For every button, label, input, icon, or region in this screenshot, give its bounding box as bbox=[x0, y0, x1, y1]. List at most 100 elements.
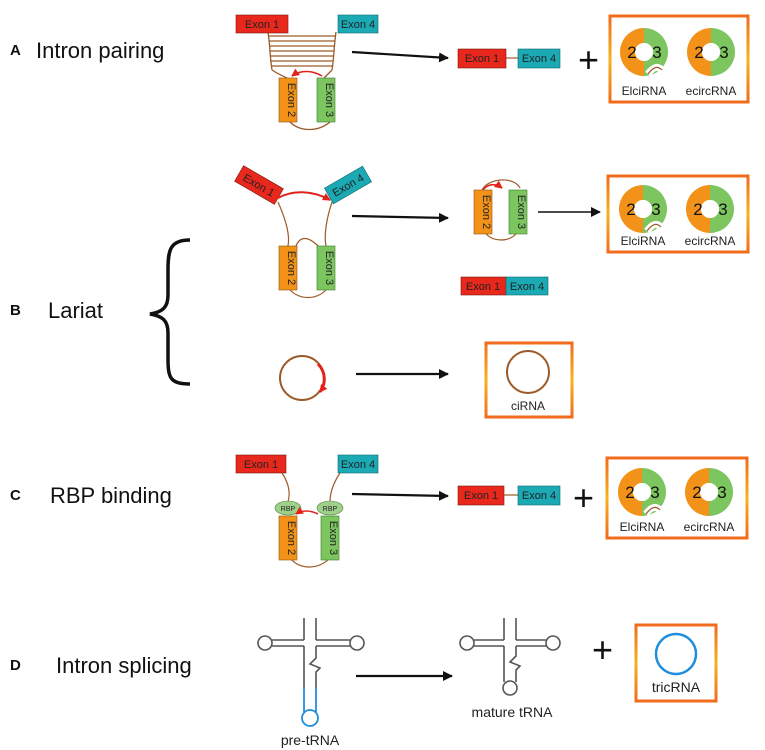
lariat-upper: Exon 1 Exon 4 Exon 2 Exon 3 bbox=[234, 165, 372, 299]
exon-3-box bbox=[316, 77, 336, 123]
rbp-right-label: RBP bbox=[323, 506, 338, 513]
panel-b-title: Lariat bbox=[48, 298, 103, 323]
released-exon-4-label: Exon 4 bbox=[510, 281, 544, 293]
released-exon-1-label: Exon 1 bbox=[466, 281, 500, 293]
ecircrna-a-num2: 2 bbox=[694, 43, 703, 62]
panel-a-title: Intron pairing bbox=[36, 38, 164, 63]
rbp-left-label: RBP bbox=[281, 506, 296, 513]
rbp-red-arrow bbox=[295, 506, 319, 515]
lariat-red-arrow bbox=[277, 191, 331, 201]
lariat-exon-3-label: Exon 3 bbox=[323, 251, 335, 285]
ecircrna-b-num3: 3 bbox=[718, 200, 727, 219]
rbp-spliced-exon-4-box bbox=[517, 485, 561, 506]
panel-d: D Intron splicing pre-tRNA bbox=[10, 618, 718, 748]
intermediate-exon-2-box bbox=[473, 189, 493, 235]
intermediate-exon-2-label: Exon 2 bbox=[480, 195, 492, 229]
elcirna-ring-b: 2 3 bbox=[619, 185, 667, 234]
panel-a-letter: A bbox=[10, 42, 21, 59]
pre-trna-intron-loop bbox=[301, 688, 319, 727]
rbp-exon-1-label: Exon 1 bbox=[244, 459, 278, 471]
elcirna-ring-a: 2 3 bbox=[620, 28, 668, 77]
arrow-b1 bbox=[351, 212, 449, 223]
arrow-a bbox=[351, 50, 449, 63]
rbp-exon-4-box bbox=[337, 454, 379, 474]
mature-trna-structure bbox=[459, 618, 561, 696]
ecircrna-c-num2: 2 bbox=[692, 483, 701, 502]
intermediate-exon-3-box bbox=[508, 189, 528, 235]
lariat-intermediate: Exon 2 Exon 3 bbox=[473, 179, 528, 241]
elcirna-b-label: ElciRNA bbox=[621, 234, 666, 248]
spliced-exon-1-label: Exon 1 bbox=[465, 53, 499, 65]
exon-2-box bbox=[278, 77, 298, 123]
rbp-spliced-exon-1-label: Exon 1 bbox=[464, 490, 498, 502]
ecircrna-ring-a: 2 3 bbox=[687, 28, 735, 76]
panel-c: C RBP binding Exon 1 Exon 4 RBP RBP Exon… bbox=[10, 454, 749, 568]
rbp-spliced-exon-4-label: Exon 4 bbox=[522, 490, 556, 502]
intron-pairing-stem bbox=[267, 31, 337, 131]
cirna-label: ciRNA bbox=[511, 399, 545, 413]
released-exon-4-box bbox=[505, 276, 549, 296]
elcirna-a-num3: 3 bbox=[652, 43, 661, 62]
elcirna-b-num2: 2 bbox=[626, 200, 635, 219]
rbp-exon-3-label: Exon 3 bbox=[327, 521, 339, 555]
ecircrna-b-label: ecircRNA bbox=[685, 234, 736, 248]
lariat-exon-3-box bbox=[316, 245, 336, 291]
intron-lariat-circle bbox=[279, 355, 325, 401]
arrow-c bbox=[351, 490, 449, 501]
elcirna-a-num2: 2 bbox=[627, 43, 636, 62]
panel-b-letter: B bbox=[10, 302, 21, 319]
cirna-circle bbox=[506, 350, 550, 394]
exon-4-label: Exon 4 bbox=[341, 19, 375, 31]
mature-trna-label: mature tRNA bbox=[472, 704, 554, 720]
lariat-circle-red-arrow bbox=[316, 362, 328, 393]
ecircrna-b-num2: 2 bbox=[693, 200, 702, 219]
backsplice-red-arrow bbox=[291, 68, 323, 77]
rbp-exon-2-label: Exon 2 bbox=[285, 521, 297, 555]
exon-4-box bbox=[337, 14, 379, 34]
elcirna-ring-c: 2 3 bbox=[618, 468, 666, 517]
exon-2-label: Exon 2 bbox=[285, 83, 297, 117]
ecircrna-c-num3: 3 bbox=[717, 483, 726, 502]
ecircrna-c-label: ecircRNA bbox=[684, 520, 735, 534]
plus-d: + bbox=[592, 629, 613, 670]
exon-1-box bbox=[235, 14, 289, 34]
elcirna-c-num3: 3 bbox=[650, 483, 659, 502]
elcirna-a-label: ElciRNA bbox=[622, 84, 667, 98]
ecircrna-ring-b: 2 3 bbox=[686, 185, 734, 233]
products-box-cirna bbox=[484, 341, 574, 419]
rbp-blob-right bbox=[316, 500, 344, 516]
rbp-exon-2-box bbox=[278, 515, 298, 561]
exon-1-label: Exon 1 bbox=[245, 19, 279, 31]
products-box-d bbox=[634, 623, 718, 703]
panel-a: A Intron pairing Exon 1 Exon 4 Exon 2 Ex… bbox=[10, 14, 750, 131]
rbp-exon-3-box bbox=[320, 515, 340, 561]
panel-d-title: Intron splicing bbox=[56, 653, 192, 678]
panel-c-letter: C bbox=[10, 487, 21, 504]
ecircrna-a-num3: 3 bbox=[719, 43, 728, 62]
elcirna-c-num2: 2 bbox=[625, 483, 634, 502]
tricrna-circle bbox=[654, 632, 698, 676]
exon-3-label: Exon 3 bbox=[323, 83, 335, 117]
products-box-b bbox=[606, 174, 750, 254]
elcirna-b-num3: 3 bbox=[651, 200, 660, 219]
spliced-exon-4-label: Exon 4 bbox=[522, 53, 556, 65]
plus-c: + bbox=[573, 477, 594, 518]
spliced-exon-4-box bbox=[517, 48, 561, 69]
pre-trna-structure bbox=[257, 618, 365, 688]
pre-trna-label: pre-tRNA bbox=[281, 732, 340, 748]
products-box-a bbox=[608, 14, 750, 104]
brace bbox=[149, 238, 191, 386]
panel-c-title: RBP binding bbox=[50, 483, 172, 508]
products-box-c bbox=[605, 456, 749, 540]
rbp-exon-1-box bbox=[235, 454, 287, 474]
plus-a: + bbox=[578, 39, 599, 80]
ecircrna-a-label: ecircRNA bbox=[686, 84, 737, 98]
ecircrna-ring-c: 2 3 bbox=[685, 468, 733, 516]
lariat-exon-2-box bbox=[278, 245, 298, 291]
elcirna-c-label: ElciRNA bbox=[620, 520, 665, 534]
panel-b: B Lariat Exon 1 Exon 4 Exon 2 Exon 3 bbox=[10, 165, 750, 419]
panel-d-letter: D bbox=[10, 657, 21, 674]
tricrna-label: tricRNA bbox=[652, 679, 701, 695]
